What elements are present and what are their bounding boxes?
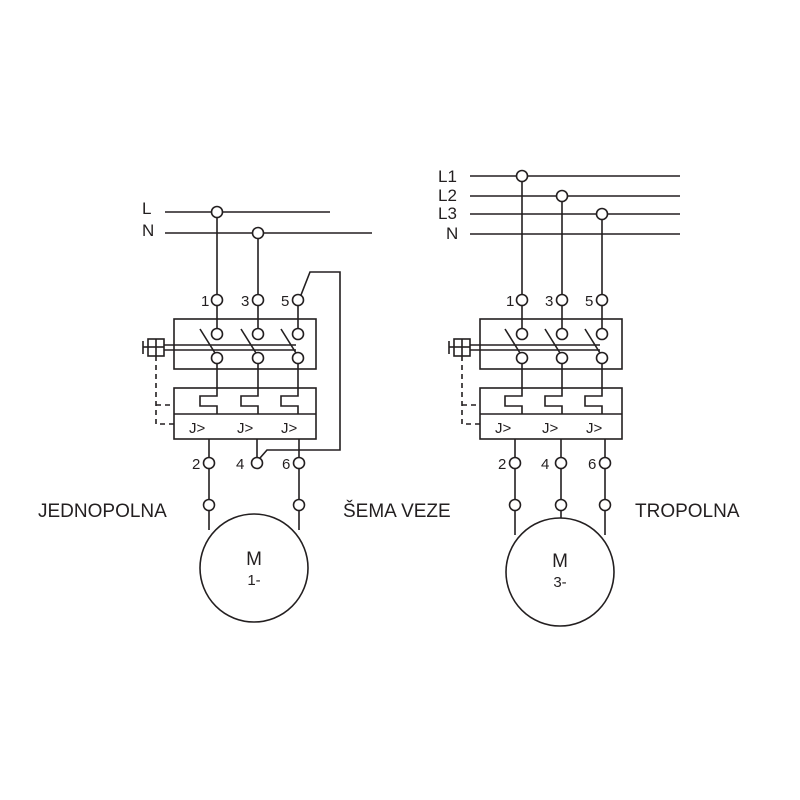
trip-label: J> <box>189 420 206 437</box>
terminal <box>291 293 305 307</box>
motor-label: M <box>552 551 568 572</box>
terminal-label: 4 <box>541 456 549 473</box>
trip-label: J> <box>495 420 512 437</box>
terminal <box>251 293 265 307</box>
title-three-phase: TROPOLNA <box>635 501 740 522</box>
trip-label: J> <box>237 420 254 437</box>
title-single-phase: JEDNOPOLNA <box>38 501 167 522</box>
terminal-label: 3 <box>545 293 553 310</box>
trip-label: J> <box>281 420 298 437</box>
terminal-label: 6 <box>588 456 596 473</box>
title-wiring-scheme: ŠEMA VEZE <box>343 500 451 522</box>
terminal <box>202 456 216 470</box>
line-label-l2: L2 <box>438 186 457 205</box>
switch-block <box>479 318 623 370</box>
trip-label: J> <box>542 420 559 437</box>
junction <box>210 205 224 219</box>
handle-icon <box>448 338 471 357</box>
motor-type: 1- <box>247 572 260 589</box>
motor-three-phase <box>505 517 615 627</box>
line-label-n: N <box>142 221 154 240</box>
bridge-wire <box>259 271 341 459</box>
terminal-label: 1 <box>506 293 514 310</box>
terminal-label: 3 <box>241 293 249 310</box>
switch-contacts <box>199 327 305 365</box>
terminal-label: 4 <box>236 456 244 473</box>
left-diagram: L N 1 3 5 <box>142 199 372 623</box>
terminal-label: 2 <box>498 456 506 473</box>
line-label-n: N <box>446 224 458 243</box>
terminal <box>250 456 264 470</box>
line-label-l: L <box>142 199 151 218</box>
handle-icon <box>142 338 165 357</box>
terminal-label: 2 <box>192 456 200 473</box>
switch-contacts <box>504 327 609 365</box>
junction <box>251 226 265 240</box>
motor-label: M <box>246 549 262 570</box>
terminal-label: 6 <box>282 456 290 473</box>
terminal <box>292 456 306 470</box>
line-label-l3: L3 <box>438 204 457 223</box>
motor-single-phase <box>199 513 309 623</box>
terminal-label: 5 <box>585 293 593 310</box>
terminal <box>210 293 224 307</box>
switch-block <box>173 318 317 370</box>
terminal-label: 5 <box>281 293 289 310</box>
line-label-l1: L1 <box>438 167 457 186</box>
trip-label: J> <box>586 420 603 437</box>
terminal-label: 1 <box>201 293 209 310</box>
motor-type: 3- <box>553 574 566 591</box>
right-diagram: L1 L2 L3 N 1 3 5 <box>438 167 680 627</box>
